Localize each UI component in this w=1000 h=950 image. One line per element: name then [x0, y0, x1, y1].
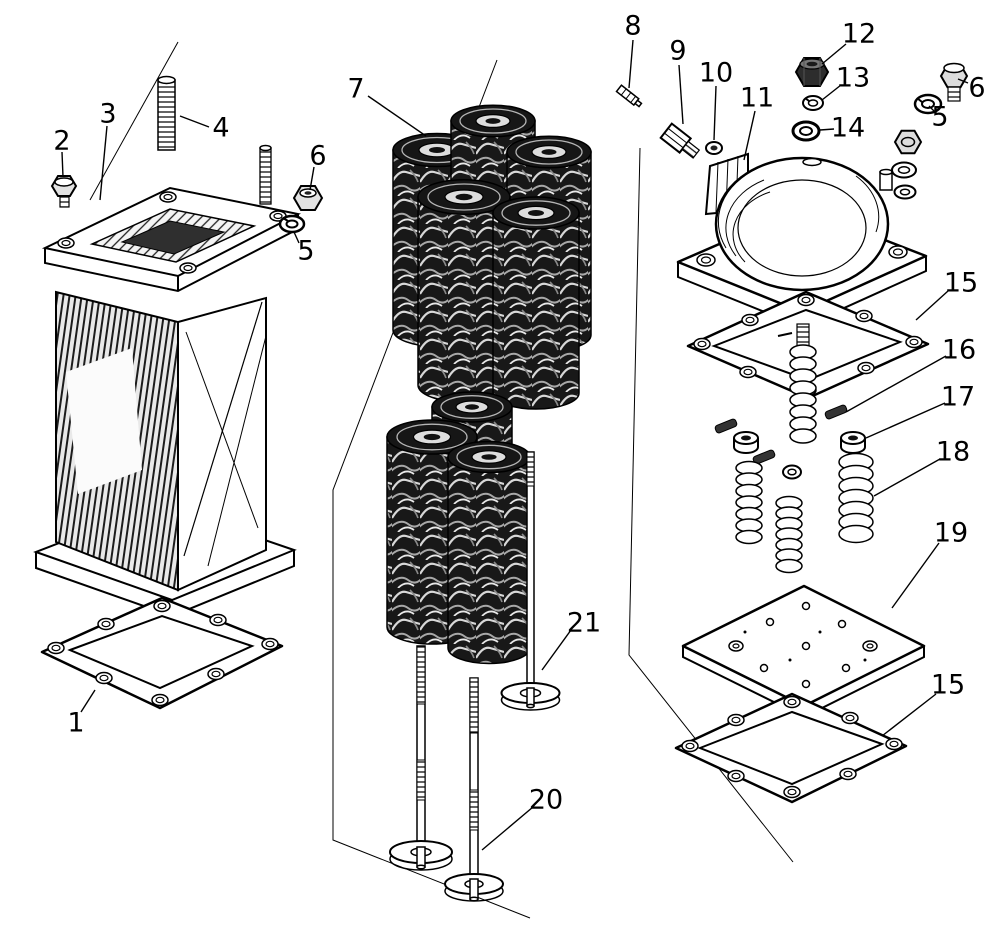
- callout-leader-2: [61, 151, 64, 178]
- housing-body: [55, 290, 267, 592]
- gasket-part-15-lower: [674, 692, 908, 804]
- callout-label-4: 4: [212, 113, 229, 144]
- callout-label-15: 15: [931, 670, 965, 701]
- nut-part-12: [794, 57, 830, 87]
- callout-leader-6: [309, 166, 315, 191]
- valve-spring-left: [735, 460, 763, 545]
- washer-right: [891, 161, 917, 179]
- callout-leader-7: [367, 95, 427, 137]
- bolt-part-2: [50, 175, 78, 208]
- callout-label-11: 11: [740, 83, 774, 114]
- callout-label-7: 7: [347, 74, 364, 105]
- callout-label-5: 5: [931, 102, 948, 133]
- callout-label-14: 14: [831, 113, 865, 144]
- valve-plate-part-19: [681, 584, 926, 719]
- callout-leader-8: [628, 39, 634, 89]
- housing-assembly: [33, 75, 324, 710]
- callout-leader-18: [873, 458, 941, 497]
- valve-cap-part-17: [840, 431, 866, 454]
- tie-bolt-part-20: [389, 645, 453, 871]
- callout-label-21: 21: [567, 608, 601, 639]
- washer-part-5-left: [278, 214, 306, 234]
- callout-leader-5: [293, 231, 300, 244]
- callout-leader-19: [891, 542, 940, 609]
- filter-elements-part-7: [386, 104, 592, 665]
- cover-part-11: [676, 152, 928, 329]
- callout-label-18: 18: [936, 437, 970, 468]
- callout-leader-11: [743, 110, 756, 161]
- callout-label-6: 6: [968, 73, 985, 104]
- callout-label-12: 12: [842, 19, 876, 50]
- nut-part-6-left: [292, 185, 324, 211]
- washer-right: [893, 184, 917, 200]
- callout-label-9: 9: [669, 36, 686, 67]
- callout-leader-15: [881, 693, 937, 737]
- tie-rod-part-21: [500, 451, 561, 711]
- filter-cylinder: [447, 440, 531, 665]
- valve-pin-part-16: [824, 404, 848, 420]
- callout-label-1: 1: [67, 708, 84, 739]
- valve-spring-middle: [775, 495, 803, 574]
- pin-part-8: [615, 84, 643, 108]
- cover-assembly: [674, 152, 930, 804]
- stud-small: [259, 144, 272, 205]
- callout-leader-21: [541, 629, 572, 671]
- valve-pin: [752, 449, 776, 465]
- callout-leader-12: [821, 43, 847, 65]
- callout-label-10: 10: [699, 58, 733, 89]
- washer-part-14: [791, 120, 821, 142]
- fitting-part-9: [659, 122, 701, 159]
- valve-spring-part-18: [838, 452, 874, 544]
- bolt-part-6-right: [939, 62, 969, 102]
- callout-label-16: 16: [942, 335, 976, 366]
- callout-leader-17: [865, 402, 946, 439]
- filter-cylinder: [492, 196, 580, 410]
- callout-label-3: 3: [99, 99, 116, 130]
- callout-leader-10: [713, 85, 717, 141]
- callout-leader-6: [957, 78, 969, 84]
- stud-part-4: [157, 75, 176, 151]
- valve-spring-center: [789, 323, 817, 444]
- callout-leader-4: [179, 115, 210, 128]
- valve-pin: [714, 418, 738, 434]
- nut-small-right: [893, 129, 923, 155]
- washer-part-13: [802, 95, 824, 111]
- washer-part-5-right: [913, 93, 943, 115]
- callout-label-8: 8: [624, 11, 641, 42]
- callout-leader-1: [80, 689, 96, 713]
- washer-part-10: [705, 141, 723, 155]
- callout-label-15: 15: [944, 268, 978, 299]
- callout-leader-15: [915, 290, 949, 321]
- callout-leader-16: [845, 355, 947, 413]
- gasket-part-1: [40, 596, 284, 710]
- callout-leader-14: [819, 128, 835, 131]
- callout-leader-20: [481, 806, 534, 851]
- callout-label-5: 5: [297, 236, 314, 267]
- callout-label-6: 6: [309, 141, 326, 172]
- callout-label-20: 20: [529, 785, 563, 816]
- valve-washer: [782, 464, 802, 480]
- housing-top-flange: [41, 186, 301, 293]
- callout-label-2: 2: [53, 126, 70, 157]
- valve-cap: [733, 431, 759, 454]
- small-parts: [615, 57, 969, 200]
- callout-label-17: 17: [941, 382, 975, 413]
- callout-label-19: 19: [934, 518, 968, 549]
- callout-leader-13: [821, 84, 842, 101]
- callout-label-13: 13: [836, 63, 870, 94]
- tie-bolt-part-20: [444, 677, 504, 902]
- callout-leader-5: [928, 105, 935, 112]
- callout-leader-3: [99, 125, 108, 201]
- callout-leader-9: [678, 64, 684, 125]
